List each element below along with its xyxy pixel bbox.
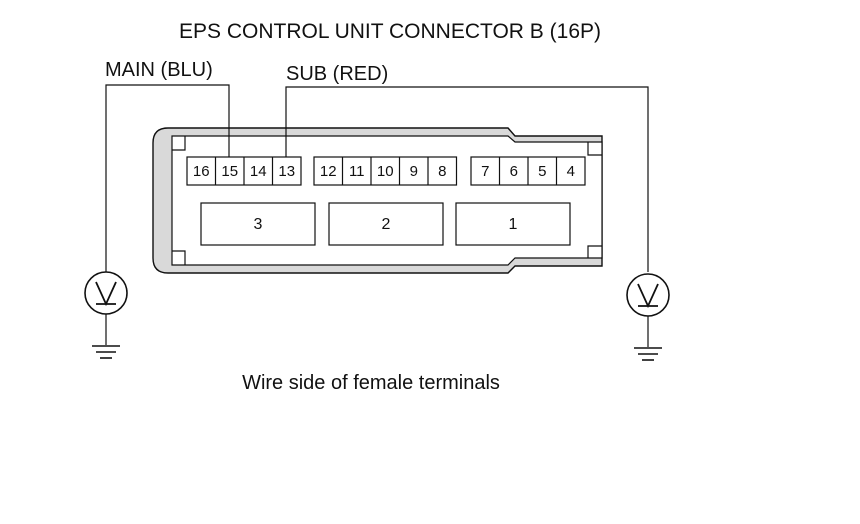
pin-13: 13 (278, 163, 295, 180)
pin-9: 9 (410, 163, 418, 180)
cavity-block-label-3: 3 (254, 216, 263, 233)
pin-8: 8 (438, 163, 446, 180)
diagram-caption: Wire side of female terminals (242, 372, 500, 394)
sub-wire (285, 86, 649, 272)
cavity-block-1 (455, 202, 571, 246)
cavity-block-label-1: 1 (509, 216, 518, 233)
block-layer: 3 2 1 (200, 202, 571, 246)
cavity-block-label-2: 2 (382, 216, 391, 233)
cavity-block-3 (200, 202, 316, 246)
connector-housing (152, 127, 603, 274)
pin-15: 15 (221, 163, 238, 180)
pin-layer: 16 15 14 13 12 11 10 9 8 7 6 5 4 (186, 156, 586, 186)
main-wire (105, 84, 230, 272)
pin-12: 12 (320, 163, 337, 180)
pin-16: 16 (193, 163, 210, 180)
diagram-title: EPS CONTROL UNIT CONNECTOR B (16P) (179, 20, 601, 43)
pin-10: 10 (377, 163, 394, 180)
pin-14: 14 (250, 163, 267, 180)
ground-icon (634, 347, 662, 361)
ground-icon (92, 345, 120, 359)
main-wire-label: MAIN (BLU) (105, 59, 213, 81)
pin-5: 5 (538, 163, 546, 180)
sub-wire-label: SUB (RED) (286, 63, 388, 85)
pin-group-mid (313, 156, 458, 186)
pin-7: 7 (481, 163, 489, 180)
pin-6: 6 (510, 163, 518, 180)
pin-11: 11 (349, 163, 365, 180)
cavity-block-2 (328, 202, 444, 246)
voltmeter-icon (84, 271, 128, 315)
voltmeter-icon (626, 273, 670, 317)
pin-4: 4 (567, 163, 575, 180)
